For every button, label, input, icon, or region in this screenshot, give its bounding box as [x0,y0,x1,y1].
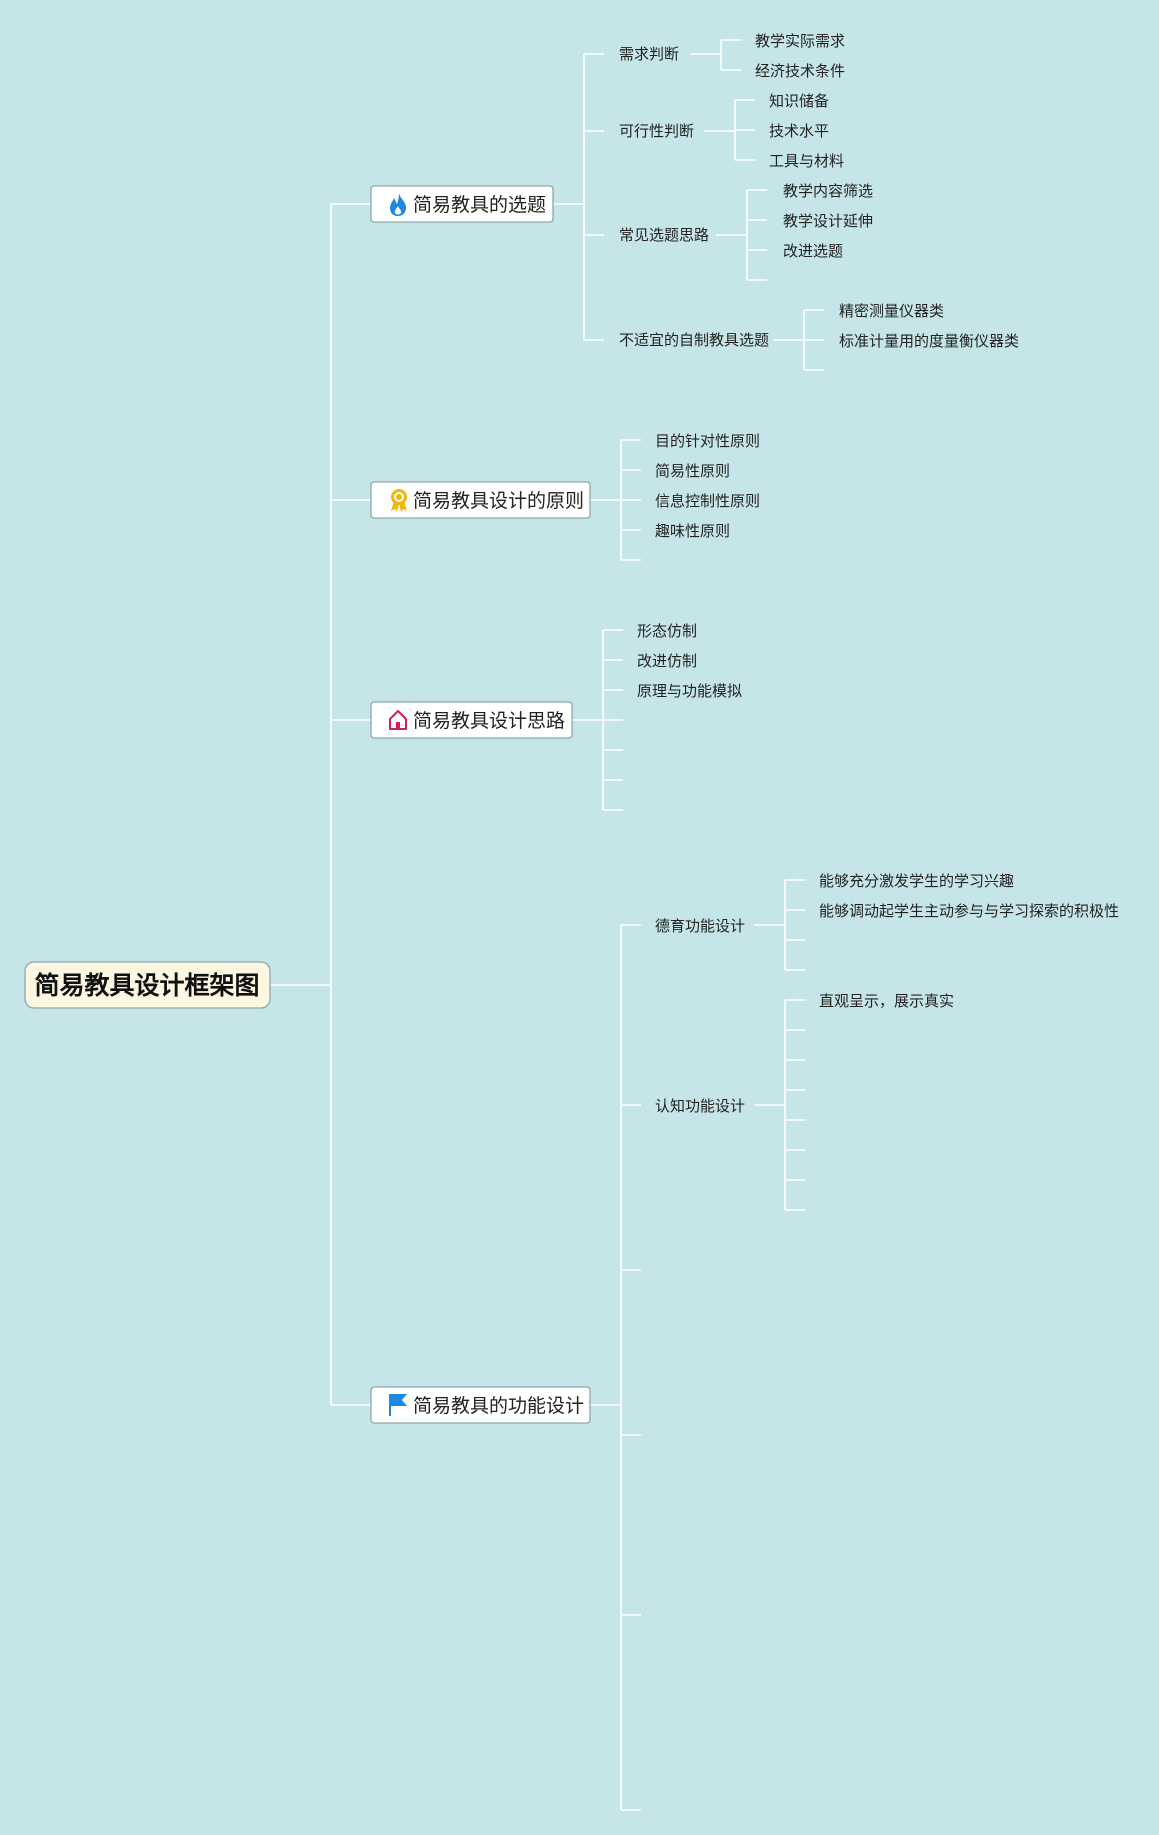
root-node[interactable]: 简易教具设计框架图 [24,961,271,1009]
leaf-node-label[interactable]: 教学内容筛选 [783,182,873,200]
flag-icon [389,1394,407,1416]
leaf-node-label[interactable]: 形态仿制 [637,622,697,640]
leaf-node-label[interactable]: 趣味性原则 [655,522,730,540]
leaf-node-label[interactable]: 标准计量用的度量衡仪器类 [839,332,1019,350]
fire-icon [390,193,407,216]
branch-label: 简易教具的功能设计 [413,1395,584,1417]
sub-node-label[interactable]: 常见选题思路 [619,226,709,244]
branch-label: 简易教具的选题 [413,194,546,216]
branch-node-topic-selection[interactable]: 简易教具的选题 [370,185,554,223]
leaf-node-label[interactable]: 改进仿制 [637,652,697,670]
leaf-node-label[interactable]: 工具与材料 [769,152,844,170]
award-ribbon-icon [391,489,407,512]
leaf-node-label[interactable]: 精密测量仪器类 [839,302,944,320]
leaf-node-label[interactable]: 能够充分激发学生的学习兴趣 [819,872,1014,890]
leaf-node-label[interactable]: 改进选题 [783,242,843,260]
leaf-node-label[interactable]: 直观呈示，展示真实 [819,992,954,1010]
sub-node-label[interactable]: 不适宜的自制教具选题 [619,331,769,349]
leaf-node-label[interactable]: 目的针对性原则 [655,432,760,450]
leaf-node-label[interactable]: 经济技术条件 [755,62,845,80]
leaf-node-label[interactable]: 简易性原则 [655,462,730,480]
leaf-node-label[interactable]: 能够调动起学生主动参与与学习探索的积极性 [819,902,1119,920]
leaf-node-label[interactable]: 教学实际需求 [755,32,845,50]
leaf-node-label[interactable]: 技术水平 [769,122,829,140]
leaf-node-label[interactable]: 信息控制性原则 [655,492,760,510]
sub-node-label[interactable]: 可行性判断 [619,122,694,140]
branch-node-design-principles[interactable]: 简易教具设计的原则 [370,481,591,519]
branch-label: 简易教具设计的原则 [413,490,584,512]
sub-node-label[interactable]: 德育功能设计 [655,917,745,935]
house-icon [389,710,407,730]
leaf-node-label[interactable]: 教学设计延伸 [783,212,873,230]
root-title: 简易教具设计框架图 [34,971,259,1000]
sub-node-label[interactable]: 需求判断 [619,45,679,63]
branch-node-design-ideas[interactable]: 简易教具设计思路 [370,701,573,739]
leaf-node-label[interactable]: 原理与功能模拟 [637,682,742,700]
leaf-node-label[interactable]: 知识储备 [769,92,829,110]
connector-lines [270,39,824,1811]
branch-label: 简易教具设计思路 [413,710,565,732]
sub-node-label[interactable]: 认知功能设计 [655,1097,745,1115]
branch-node-function-design[interactable]: 简易教具的功能设计 [370,1386,591,1424]
